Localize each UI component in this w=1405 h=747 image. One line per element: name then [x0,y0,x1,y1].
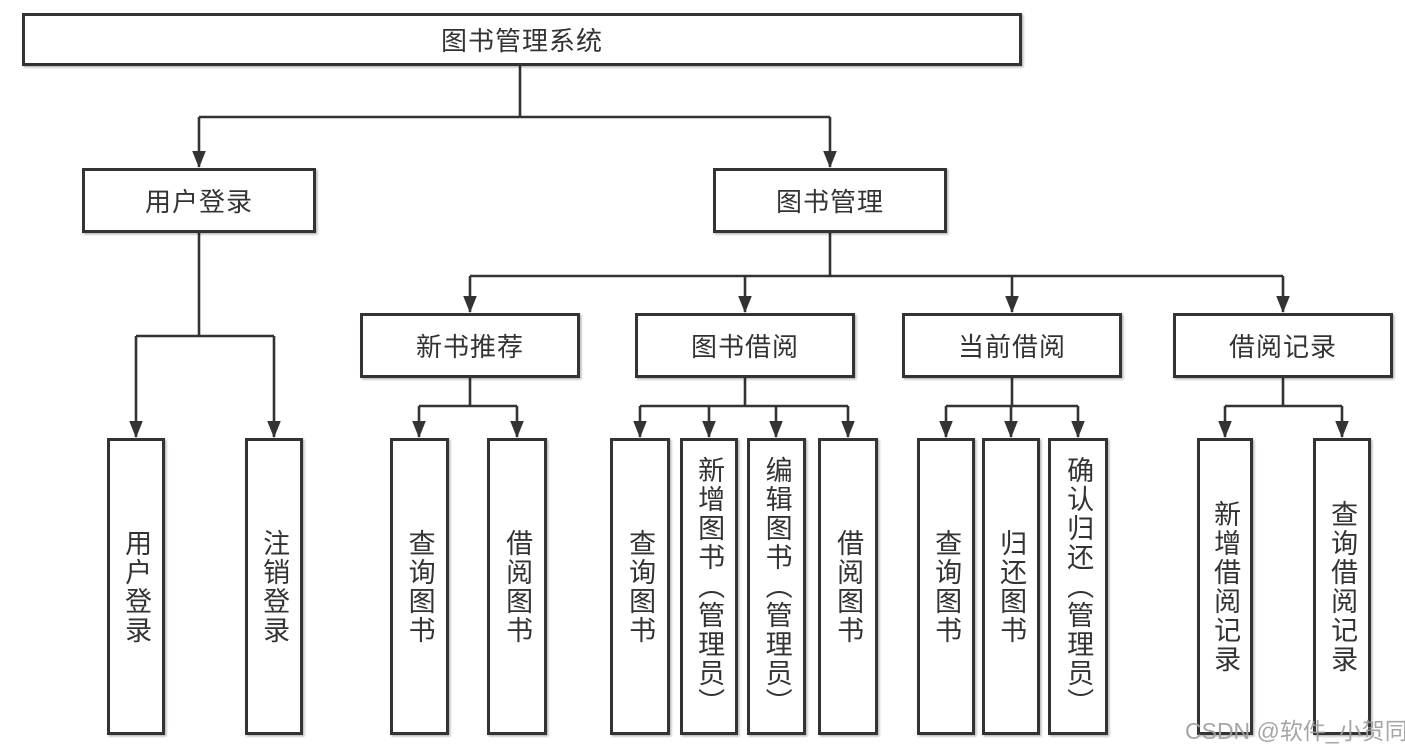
node-borrow-records: 借阅记录 [1173,313,1393,378]
leaf-return-book: 归还图书 [982,438,1040,735]
node-label: 图书管理系统 [440,26,603,56]
node-label: 归还图书 [996,528,1027,645]
connector-book-management-to-level3 [463,233,1290,313]
leaf-user-login: 用户登录 [107,438,165,735]
connector-root-to-level2 [192,66,837,168]
leaf-query-books-current: 查询图书 [917,438,975,735]
node-label: 查询图书 [404,528,435,645]
node-new-book-recommend: 新书推荐 [360,313,580,378]
node-label: 图书管理 [775,187,884,217]
connector-borrow-records-to-leaves [1218,378,1349,438]
node-label: 注销登录 [259,528,290,645]
leaf-query-borrow-record: 查询借阅记录 [1313,438,1371,735]
connector-book-borrow-to-leaves [633,378,855,438]
node-label: 借阅图书 [502,528,533,645]
connector-new-book-recommend-to-leaves [412,378,524,438]
node-label: 用户登录 [144,187,253,217]
node-label: 确认归还（管理员） [1063,456,1094,717]
node-label: 编辑图书（管理员） [761,456,792,717]
node-label: 查询借阅记录 [1327,499,1358,674]
node-book-management-system: 图书管理系统 [22,13,1022,66]
node-label: 查询图书 [625,528,656,645]
node-label: 借阅图书 [833,528,864,645]
node-user-login: 用户登录 [82,168,316,233]
node-label: 借阅记录 [1228,332,1337,362]
leaf-query-books-recommend: 查询图书 [390,438,449,735]
leaf-logout: 注销登录 [245,438,303,735]
leaf-add-borrow-record: 新增借阅记录 [1197,438,1253,735]
node-label: 用户登录 [121,528,152,645]
node-label: 图书借阅 [690,332,799,362]
node-book-management: 图书管理 [713,168,947,233]
node-label: 查询图书 [931,528,962,645]
connector-current-borrow-to-leaves [939,378,1085,438]
node-label: 新增借阅记录 [1210,499,1241,674]
node-label: 新增图书（管理员） [694,456,725,717]
node-book-borrow: 图书借阅 [635,313,855,378]
connector-user-login-to-leaves [129,233,281,438]
leaf-borrow-books: 借阅图书 [818,438,878,735]
node-current-borrow: 当前借阅 [902,313,1122,378]
leaf-edit-book-admin: 编辑图书（管理员） [747,438,806,735]
node-label: 当前借阅 [957,332,1066,362]
csdn-watermark: CSDN @软件_小贺同学 [1185,718,1405,744]
leaf-query-books-borrow: 查询图书 [610,438,670,735]
node-label: 新书推荐 [415,332,524,362]
leaf-borrow-books-recommend: 借阅图书 [487,438,547,735]
leaf-add-book-admin: 新增图书（管理员） [680,438,738,735]
leaf-confirm-return-admin: 确认归还（管理员） [1048,438,1108,735]
